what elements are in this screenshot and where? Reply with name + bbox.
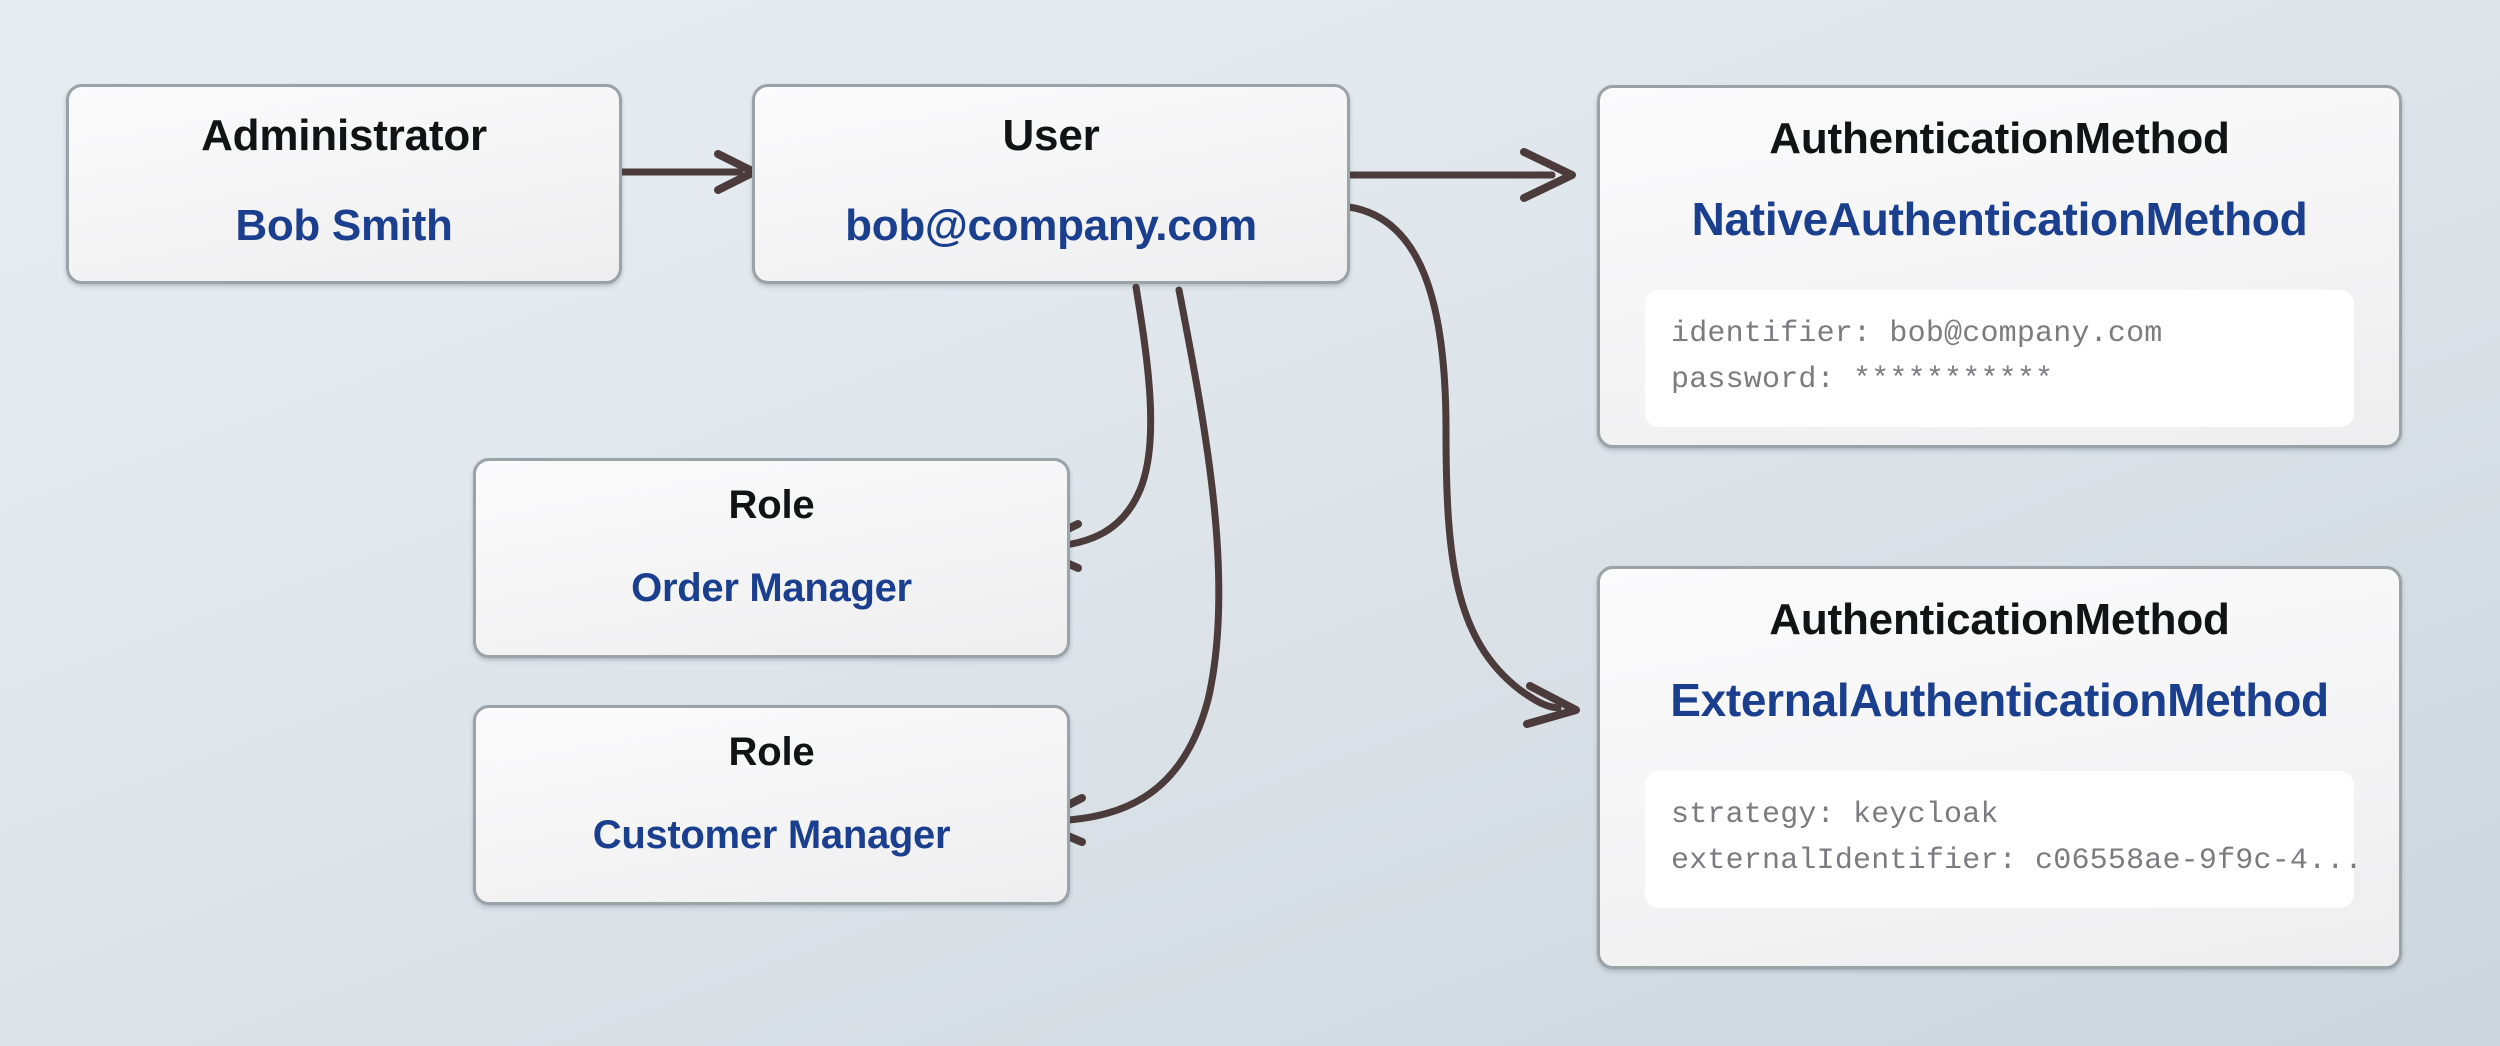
node-external-authentication-method[interactable]: AuthenticationMethod ExternalAuthenticat…	[1597, 566, 2402, 969]
external-auth-properties-panel: strategy: keycloak externalIdentifier: c…	[1645, 771, 2363, 909]
node-administrator-label: Bob Smith	[235, 201, 453, 250]
node-administrator-type: Administrator	[201, 111, 487, 160]
native-auth-property-identifier: identifier: bob@company.com	[1671, 317, 2163, 351]
node-role-order-manager-label: Order Manager	[631, 566, 912, 610]
native-auth-properties-panel: identifier: bob@company.com password: **…	[1645, 290, 2354, 428]
node-native-auth-type: AuthenticationMethod	[1769, 114, 2230, 163]
node-role-order-manager-type: Role	[728, 483, 815, 527]
node-native-authentication-method[interactable]: AuthenticationMethod NativeAuthenticatio…	[1597, 85, 2402, 448]
node-role-customer-manager[interactable]: Role Customer Manager	[473, 705, 1070, 905]
node-user-type: User	[1002, 111, 1100, 160]
node-role-customer-manager-label: Customer Manager	[592, 813, 951, 857]
edge-user-to-external-auth	[1345, 203, 1580, 728]
node-role-customer-manager-type: Role	[728, 730, 815, 774]
edge-user-to-native-auth	[1345, 148, 1576, 202]
node-administrator[interactable]: Administrator Bob Smith	[66, 84, 622, 284]
node-native-auth-label: NativeAuthenticationMethod	[1691, 193, 2308, 245]
external-auth-property-strategy: strategy: keycloak	[1671, 798, 1999, 832]
node-user[interactable]: User bob@company.com	[752, 84, 1350, 284]
node-external-auth-label: ExternalAuthenticationMethod	[1670, 674, 2329, 726]
edge-administrator-to-user	[618, 150, 758, 194]
native-auth-property-password: password: ***********	[1671, 362, 2054, 397]
external-auth-property-external-identifier: externalIdentifier: c06558ae-9f9c-4...	[1671, 843, 2363, 878]
node-external-auth-type: AuthenticationMethod	[1769, 595, 2230, 644]
node-role-order-manager[interactable]: Role Order Manager	[473, 458, 1070, 658]
node-user-label: bob@company.com	[845, 201, 1257, 250]
